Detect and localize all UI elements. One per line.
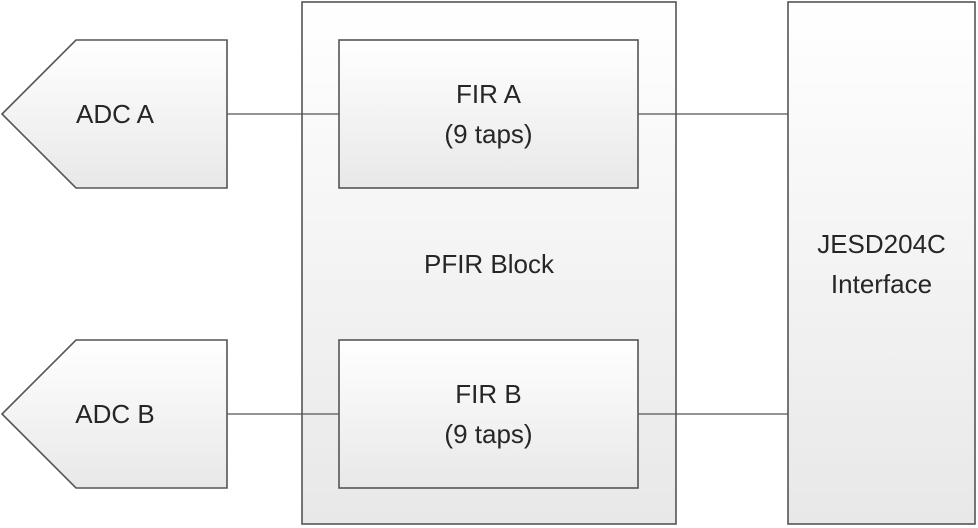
fir-b-taps: (9 taps) [444,419,533,449]
pfir-block-text: PFIR Block [423,249,555,279]
fir-b-shape [338,339,639,489]
pfir-block-label: PFIR Block [302,244,676,284]
fir-b-title: FIR B [455,379,522,409]
fir-a-label: FIR A (9 taps) [339,74,638,154]
adc-a-shape [0,39,228,189]
adc-a-label: ADC A [20,94,210,134]
adc-b-text: ADC B [75,399,155,429]
fir-b-label: FIR B (9 taps) [339,374,638,454]
adc-b-shape [0,339,228,489]
fir-a-title: FIR A [455,79,521,109]
jesd-interface-shape [787,1,976,525]
fir-a-shape [338,39,639,189]
adc-a-text: ADC A [75,99,155,129]
jesd-interface-title: JESD204C [817,229,946,259]
jesd-interface-label: JESD204C Interface [788,224,975,304]
jesd-interface-subtitle: Interface [830,269,933,299]
fir-a-taps: (9 taps) [444,119,533,149]
adc-b-label: ADC B [20,394,210,434]
